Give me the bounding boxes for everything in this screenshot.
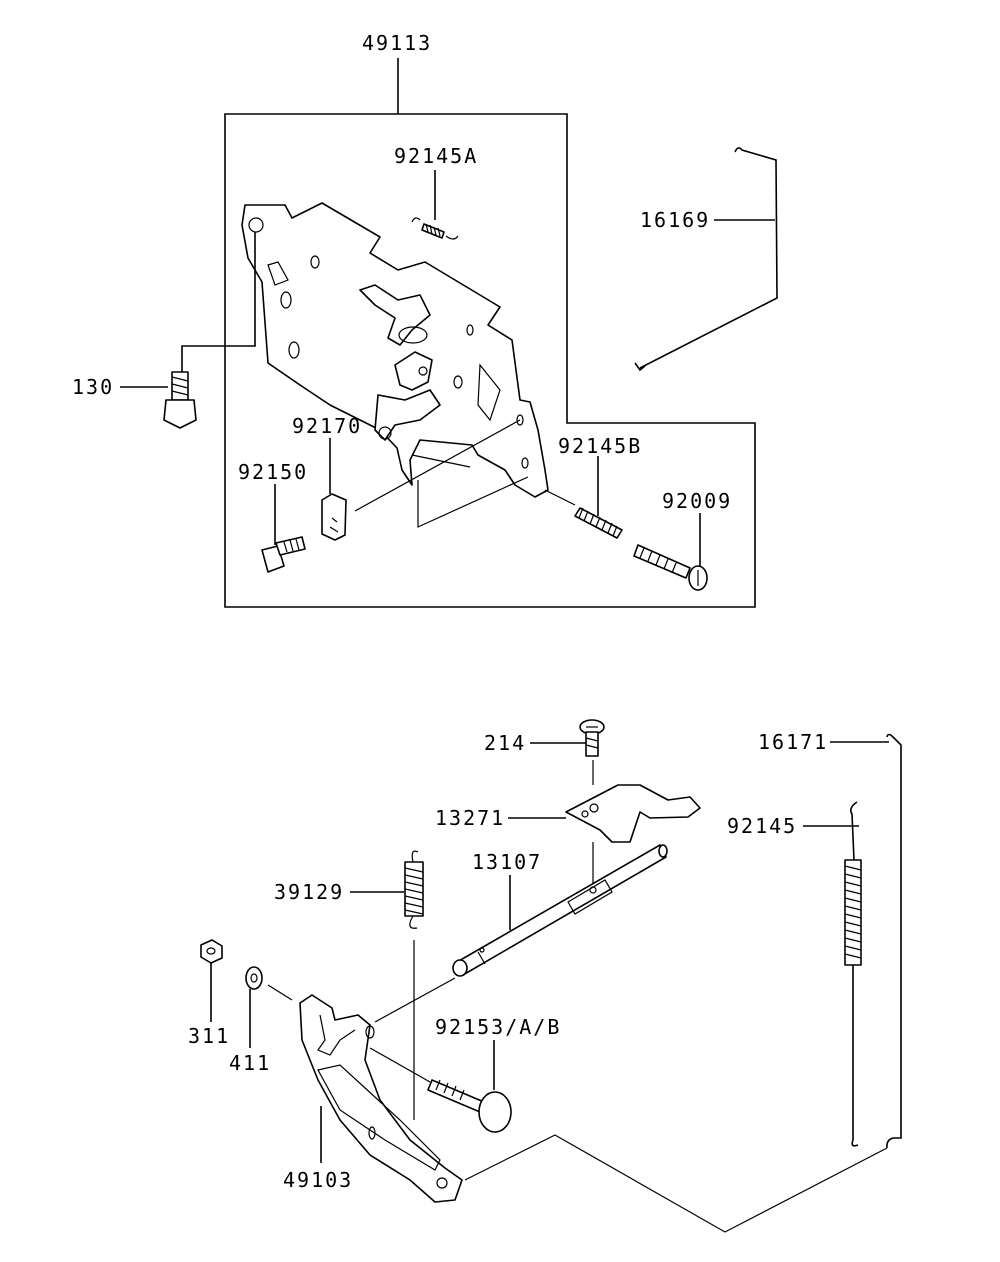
label-16171: 16171 (758, 730, 828, 754)
bolt-92150 (261, 536, 306, 573)
shaft-13107 (452, 844, 668, 977)
part-labels: 49113 92145A 16169 130 92170 92150 92145… (72, 31, 828, 1192)
screw-214 (579, 719, 605, 757)
nut-311 (200, 939, 223, 964)
assembly-49113-group (120, 58, 778, 608)
washer-411 (245, 966, 263, 990)
label-214: 214 (484, 731, 526, 755)
label-130: 130 (72, 375, 114, 399)
label-92153AB: 92153/A/B (435, 1015, 561, 1039)
lever-49103 (299, 994, 463, 1203)
label-49113: 49113 (362, 31, 432, 55)
assembly-frame (224, 113, 756, 608)
label-92150: 92150 (238, 460, 308, 484)
label-92145: 92145 (727, 814, 797, 838)
label-16169: 16169 (640, 208, 710, 232)
spring-39129 (404, 850, 424, 929)
label-411: 411 (229, 1051, 271, 1075)
rod-16169 (634, 147, 778, 372)
lower-assembly-group (200, 719, 902, 1233)
label-92170: 92170 (292, 414, 362, 438)
spring-92145 (844, 801, 862, 1147)
label-13271: 13271 (435, 806, 505, 830)
label-311: 311 (188, 1024, 230, 1048)
label-92145B: 92145B (558, 434, 642, 458)
bolt-130 (163, 371, 197, 429)
screw-92009 (633, 544, 708, 591)
label-39129: 39129 (274, 880, 344, 904)
rod-16171 (886, 733, 902, 1149)
plate-13271 (565, 784, 701, 843)
clip-92170 (321, 493, 347, 541)
control-plate (241, 202, 549, 528)
label-49103: 49103 (283, 1168, 353, 1192)
label-92009: 92009 (662, 489, 732, 513)
label-92145A: 92145A (394, 144, 478, 168)
spring-92145A (411, 217, 459, 240)
label-13107: 13107 (472, 850, 542, 874)
pin-92153AB (427, 1079, 512, 1133)
spring-92145B (574, 507, 623, 539)
